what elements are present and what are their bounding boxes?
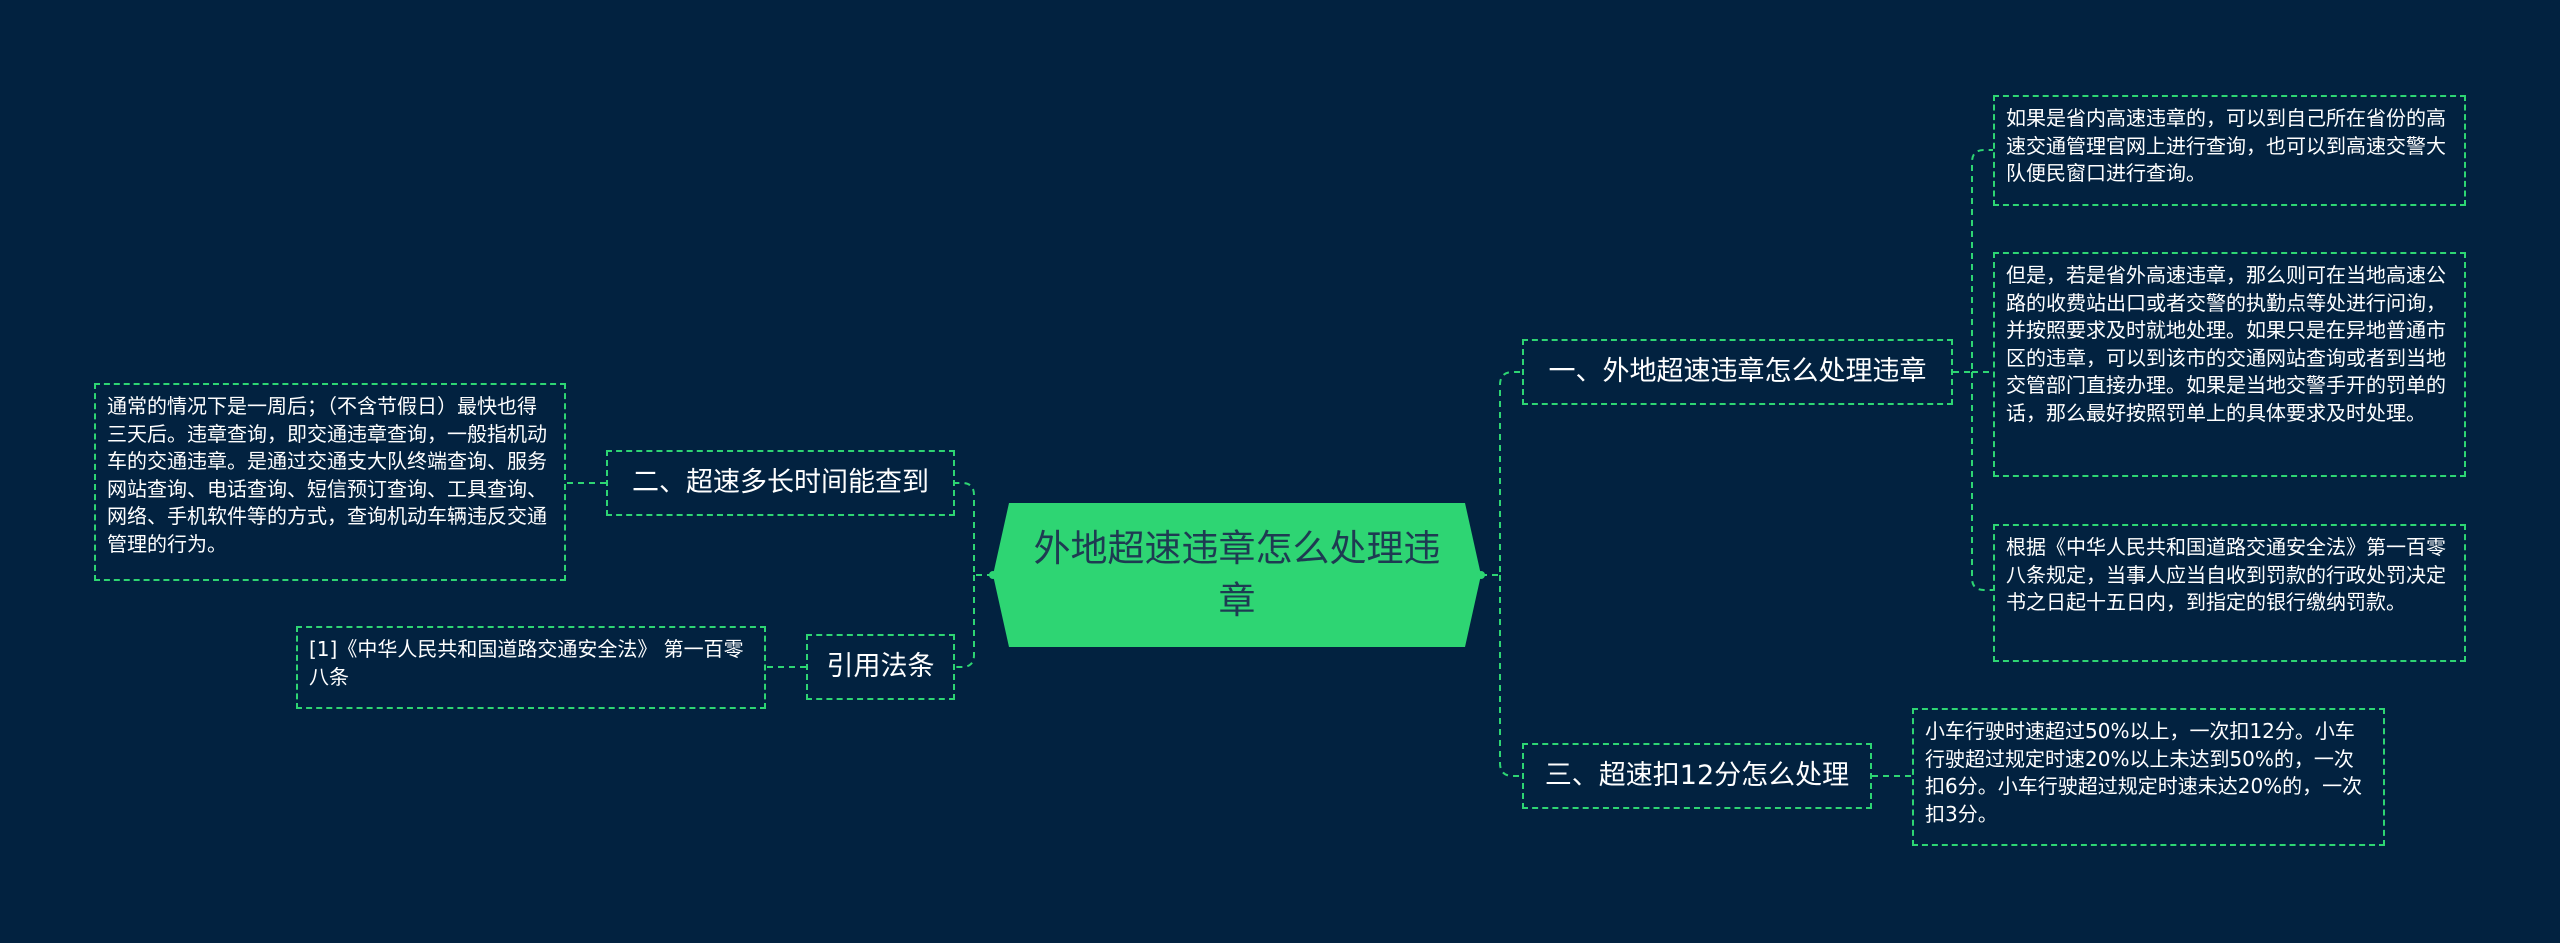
root-topic-label: 外地超速违章怎么处理违章	[1033, 527, 1441, 622]
root-topic[interactable]: 外地超速违章怎么处理违章	[993, 503, 1481, 647]
leaf-b2-1-text: 通常的情况下是一周后；（不含节假日）最快也得三天后。违章查询，即交通违章查询，一…	[107, 394, 547, 556]
leaf-b1-2[interactable]: 但是，若是省外高速违章，那么则可在当地高速公路的收费站出口或者交警的执勤点等处进…	[1993, 252, 2466, 477]
leaf-b1-3[interactable]: 根据《中华人民共和国道路交通安全法》第一百零八条规定，当事人应当自收到罚款的行政…	[1993, 524, 2466, 662]
leaf-b1-1[interactable]: 如果是省内高速违章的，可以到自己所在省份的高速交通管理官网上进行查询，也可以到高…	[1993, 95, 2466, 206]
branch-b1[interactable]: 一、外地超速违章怎么处理违章	[1522, 339, 1953, 405]
leaf-b4-1[interactable]: [1]《中华人民共和国道路交通安全法》 第一百零八条	[296, 626, 766, 709]
connector-dot	[1477, 571, 1485, 579]
leaf-b3-1-text: 小车行驶时速超过50%以上，一次扣12分。小车行驶超过规定时速20%以上未达到5…	[1925, 719, 2363, 826]
connector-dot	[989, 571, 997, 579]
leaf-b1-2-text: 但是，若是省外高速违章，那么则可在当地高速公路的收费站出口或者交警的执勤点等处进…	[2006, 263, 2446, 425]
leaf-b1-1-text: 如果是省内高速违章的，可以到自己所在省份的高速交通管理官网上进行查询，也可以到高…	[2006, 106, 2446, 185]
leaf-b4-1-text: [1]《中华人民共和国道路交通安全法》 第一百零八条	[309, 637, 744, 689]
branch-b2-label: 二、超速多长时间能查到	[632, 467, 929, 498]
leaf-b1-3-text: 根据《中华人民共和国道路交通安全法》第一百零八条规定，当事人应当自收到罚款的行政…	[2006, 535, 2446, 614]
leaf-b3-1[interactable]: 小车行驶时速超过50%以上，一次扣12分。小车行驶超过规定时速20%以上未达到5…	[1912, 708, 2385, 846]
branch-b2[interactable]: 二、超速多长时间能查到	[606, 450, 955, 516]
branch-b1-label: 一、外地超速违章怎么处理违章	[1548, 356, 1927, 387]
branch-b3-label: 三、超速扣12分怎么处理	[1544, 760, 1850, 791]
branch-b3[interactable]: 三、超速扣12分怎么处理	[1522, 743, 1872, 809]
branch-b4[interactable]: 引用法条	[806, 634, 955, 700]
branch-b4-label: 引用法条	[826, 651, 935, 682]
leaf-b2-1[interactable]: 通常的情况下是一周后；（不含节假日）最快也得三天后。违章查询，即交通违章查询，一…	[94, 383, 566, 581]
